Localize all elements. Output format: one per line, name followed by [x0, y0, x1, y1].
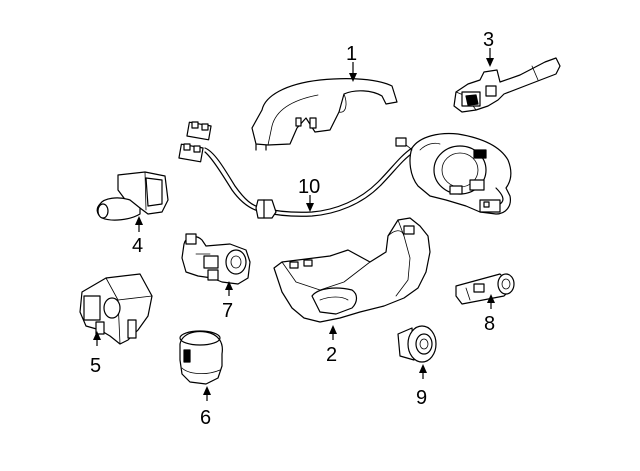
callout-1: 1 — [346, 43, 357, 65]
callout-6-leader — [203, 386, 211, 401]
part-4-switch[interactable] — [96, 171, 169, 221]
part-3-multifunction-switch[interactable] — [453, 57, 561, 113]
part-2-lower-shroud[interactable] — [273, 217, 431, 323]
part-5-lock-housing[interactable] — [79, 273, 153, 345]
part-8-key-cylinder[interactable] — [455, 273, 515, 305]
callout-9-leader — [419, 364, 427, 379]
callout-2-leader — [329, 325, 337, 340]
callout-10: 10 — [298, 176, 320, 198]
part-6-lock-cylinder[interactable] — [179, 330, 223, 385]
callout-7-leader — [225, 281, 233, 296]
callout-7: 7 — [222, 300, 233, 322]
callout-5: 5 — [90, 355, 101, 377]
callout-8: 8 — [484, 313, 495, 335]
callout-5-leader — [93, 331, 101, 346]
callout-9: 9 — [416, 387, 427, 409]
callout-10-leader — [306, 195, 314, 212]
part-10-wiring-harness[interactable] — [178, 121, 415, 219]
callout-4: 4 — [132, 235, 143, 257]
callout-6: 6 — [200, 407, 211, 429]
callout-1-leader — [349, 62, 357, 82]
callout-8-leader — [487, 294, 495, 309]
callout-3-leader — [486, 48, 494, 67]
part-10-clockspring[interactable] — [395, 132, 512, 215]
callout-4-leader — [135, 216, 143, 232]
callout-3: 3 — [483, 29, 494, 51]
callout-2: 2 — [326, 344, 337, 366]
part-9-bezel-ring[interactable] — [397, 325, 437, 363]
part-1-upper-shroud[interactable] — [251, 78, 398, 151]
part-7-ignition-switch[interactable] — [181, 233, 251, 285]
